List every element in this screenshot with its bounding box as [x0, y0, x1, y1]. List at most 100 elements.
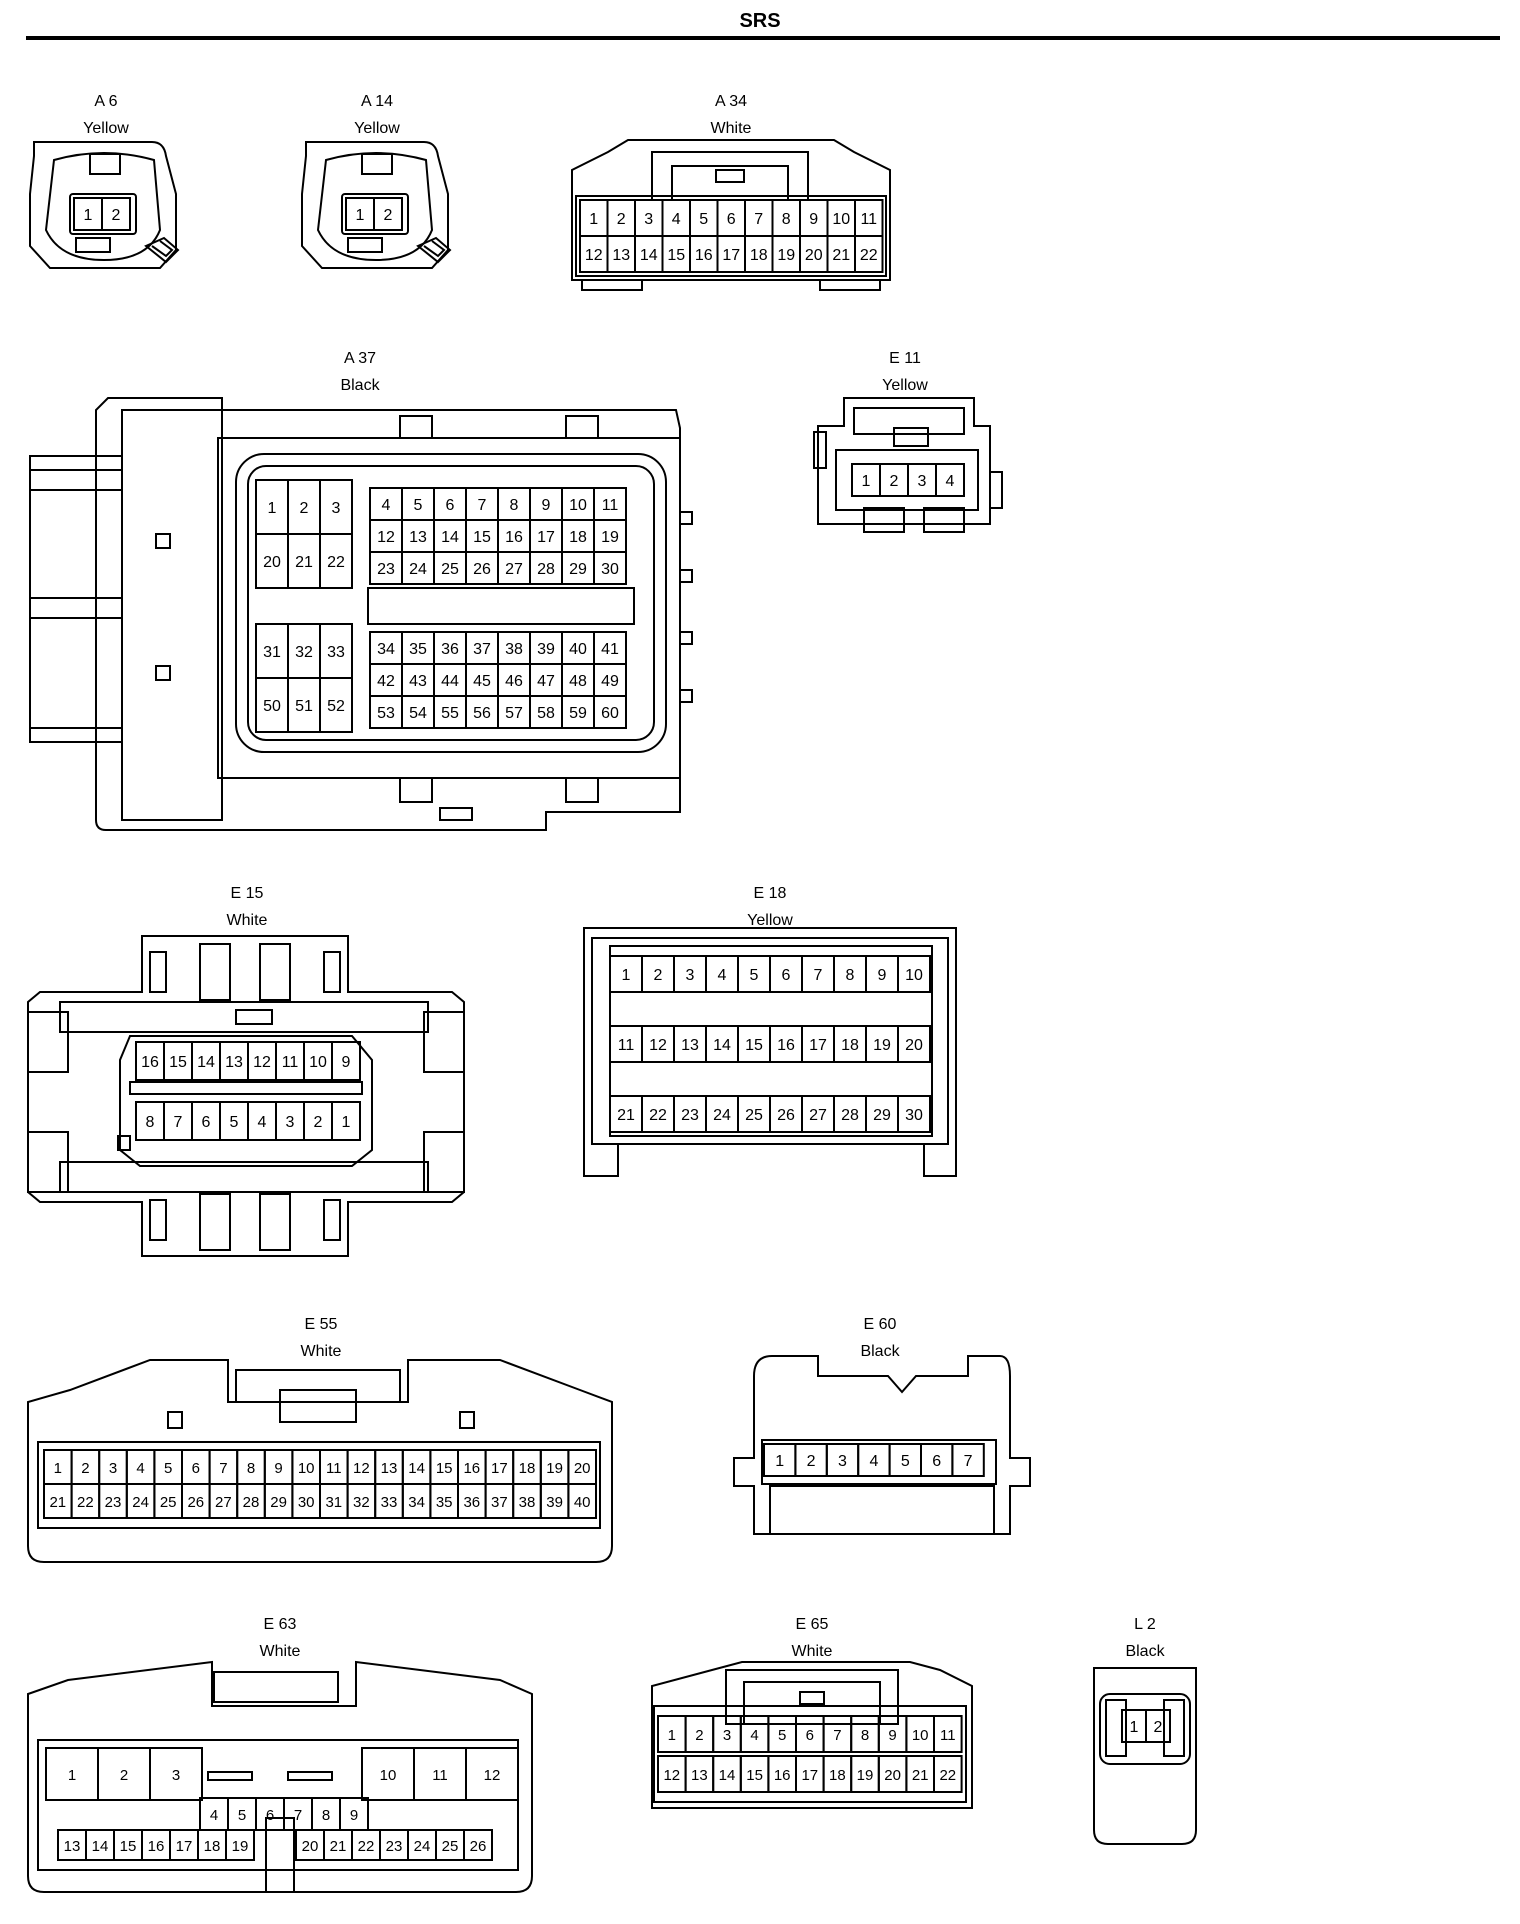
pin-number: 19 — [777, 247, 795, 264]
housing-part — [121, 409, 223, 821]
pin-number: 14 — [713, 1037, 731, 1054]
pin-number: 54 — [409, 705, 427, 722]
pin-cell — [465, 1747, 519, 1801]
pin-cell — [854, 235, 884, 273]
connector-color: Yellow — [83, 120, 129, 137]
housing-outline — [119, 1035, 373, 1167]
pin-number: 60 — [601, 705, 619, 722]
connector-color: White — [710, 120, 752, 137]
pin-number: 19 — [873, 1037, 891, 1054]
pin-number: 5 — [778, 1727, 786, 1744]
pin-number: 6 — [192, 1460, 200, 1477]
pin-number: 2 — [112, 207, 121, 224]
pin-number: 55 — [441, 705, 459, 722]
housing-part — [863, 507, 905, 533]
pin-number: 1 — [622, 967, 631, 984]
pin-number: 9 — [350, 1807, 358, 1824]
pin-number: 3 — [332, 500, 341, 517]
pin-cell — [567, 1483, 598, 1519]
pin-number: 7 — [814, 967, 823, 984]
pin-number: 21 — [295, 554, 313, 571]
housing-part — [653, 1705, 967, 1803]
pin-number: 53 — [377, 705, 395, 722]
housing-part — [367, 587, 635, 625]
pin-number: 17 — [722, 247, 740, 264]
pin-number: 11 — [326, 1460, 342, 1477]
pin-number: 4 — [258, 1114, 267, 1131]
connector-id: A 34 — [714, 93, 748, 110]
connector-a37 — [29, 397, 693, 831]
pin-number: 16 — [463, 1460, 480, 1477]
housing-part — [69, 193, 137, 235]
pin-number: 5 — [414, 497, 423, 514]
pin-number: 22 — [327, 554, 345, 571]
pin-number: 19 — [546, 1460, 563, 1477]
pin-cell — [149, 1747, 203, 1801]
housing-part — [361, 153, 393, 175]
pin-number: 8 — [146, 1114, 155, 1131]
housing-part — [207, 1771, 253, 1781]
pin-number: 14 — [92, 1838, 109, 1855]
pin-number: 37 — [473, 641, 491, 658]
pin-number: 12 — [484, 1767, 501, 1784]
pin-number: 25 — [160, 1494, 177, 1511]
pin-number: 7 — [833, 1727, 841, 1744]
housing-part — [235, 1369, 401, 1403]
pin-number: 2 — [617, 211, 626, 228]
pin-number: 34 — [377, 641, 395, 658]
pin-number: 10 — [905, 967, 923, 984]
pin-number: 22 — [939, 1767, 956, 1784]
housing-part — [129, 1081, 363, 1095]
pin-number: 3 — [172, 1767, 180, 1784]
housing-part — [167, 1411, 183, 1429]
pin-number: 21 — [832, 247, 850, 264]
housing-part — [399, 777, 433, 803]
housing-part — [1105, 1699, 1127, 1757]
housing-part — [323, 951, 341, 993]
housing-outline — [27, 1359, 613, 1563]
pin-number: 10 — [380, 1767, 397, 1784]
connector-e55 — [27, 1359, 613, 1563]
pin-number: 16 — [777, 1037, 795, 1054]
pin-number: 4 — [672, 211, 681, 228]
pin-number: 29 — [569, 561, 587, 578]
pin-number: 31 — [263, 644, 281, 661]
pin-number: 2 — [314, 1114, 323, 1131]
pin-number: 57 — [505, 705, 523, 722]
housing-part — [149, 951, 167, 993]
housing-part — [591, 937, 949, 1145]
pin-number: 2 — [1154, 1719, 1163, 1736]
pin-number: 2 — [120, 1767, 128, 1784]
housing-outline — [29, 141, 177, 269]
pin-number: 23 — [681, 1107, 699, 1124]
pin-number: 16 — [141, 1054, 159, 1071]
pin-number: 1 — [862, 473, 871, 490]
housing-part — [29, 597, 123, 619]
pin-cell — [897, 1095, 931, 1133]
connector-color: Yellow — [747, 912, 793, 929]
housing-part — [989, 471, 1003, 509]
pin-number: 35 — [436, 1494, 453, 1511]
pin-number: 11 — [860, 211, 877, 228]
housing-outline — [853, 407, 965, 435]
pin-number: 5 — [901, 1453, 910, 1470]
housing-outline — [571, 139, 891, 281]
pin-number: 27 — [215, 1494, 232, 1511]
housing-part — [1163, 1699, 1185, 1757]
housing-outline — [733, 1355, 1031, 1535]
housing-part — [27, 1011, 69, 1073]
housing-outline — [95, 397, 681, 831]
pin-number: 5 — [750, 967, 759, 984]
pin-number: 11 — [282, 1054, 299, 1071]
pin-cell — [935, 463, 965, 497]
housing-part — [27, 1131, 69, 1193]
pin-number: 1 — [342, 1114, 351, 1131]
pin-number: 15 — [745, 1037, 763, 1054]
pin-number: 21 — [49, 1494, 66, 1511]
